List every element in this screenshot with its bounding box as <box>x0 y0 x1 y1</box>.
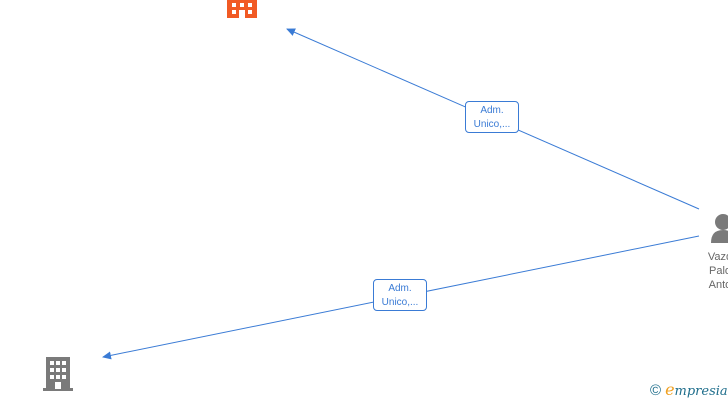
empresia-watermark: ©empresia <box>650 380 728 399</box>
building-icon[interactable] <box>227 0 257 18</box>
person-name-label[interactable]: Vazq Palo Anto <box>700 250 728 292</box>
edge-label-bottom[interactable]: Adm. Unico,... <box>373 279 427 311</box>
brand-logo-initial: e <box>665 380 675 399</box>
edge-label-role: Adm. <box>388 283 412 294</box>
person-name-line: Palo <box>708 265 728 277</box>
edge-label-detail: Unico,... <box>473 119 511 130</box>
edge-label-detail: Unico,... <box>381 297 419 308</box>
edge-label-top[interactable]: Adm. Unico,... <box>465 101 519 133</box>
edge-label-role: Adm. <box>480 105 504 116</box>
person-name-line: Vazq <box>707 251 728 263</box>
copyright-symbol: © <box>650 382 662 399</box>
person-name-line: Anto <box>708 279 728 291</box>
building-icon[interactable] <box>43 357 73 391</box>
person-icon[interactable] <box>711 214 728 243</box>
brand-logo-text: mpresia <box>674 384 728 399</box>
